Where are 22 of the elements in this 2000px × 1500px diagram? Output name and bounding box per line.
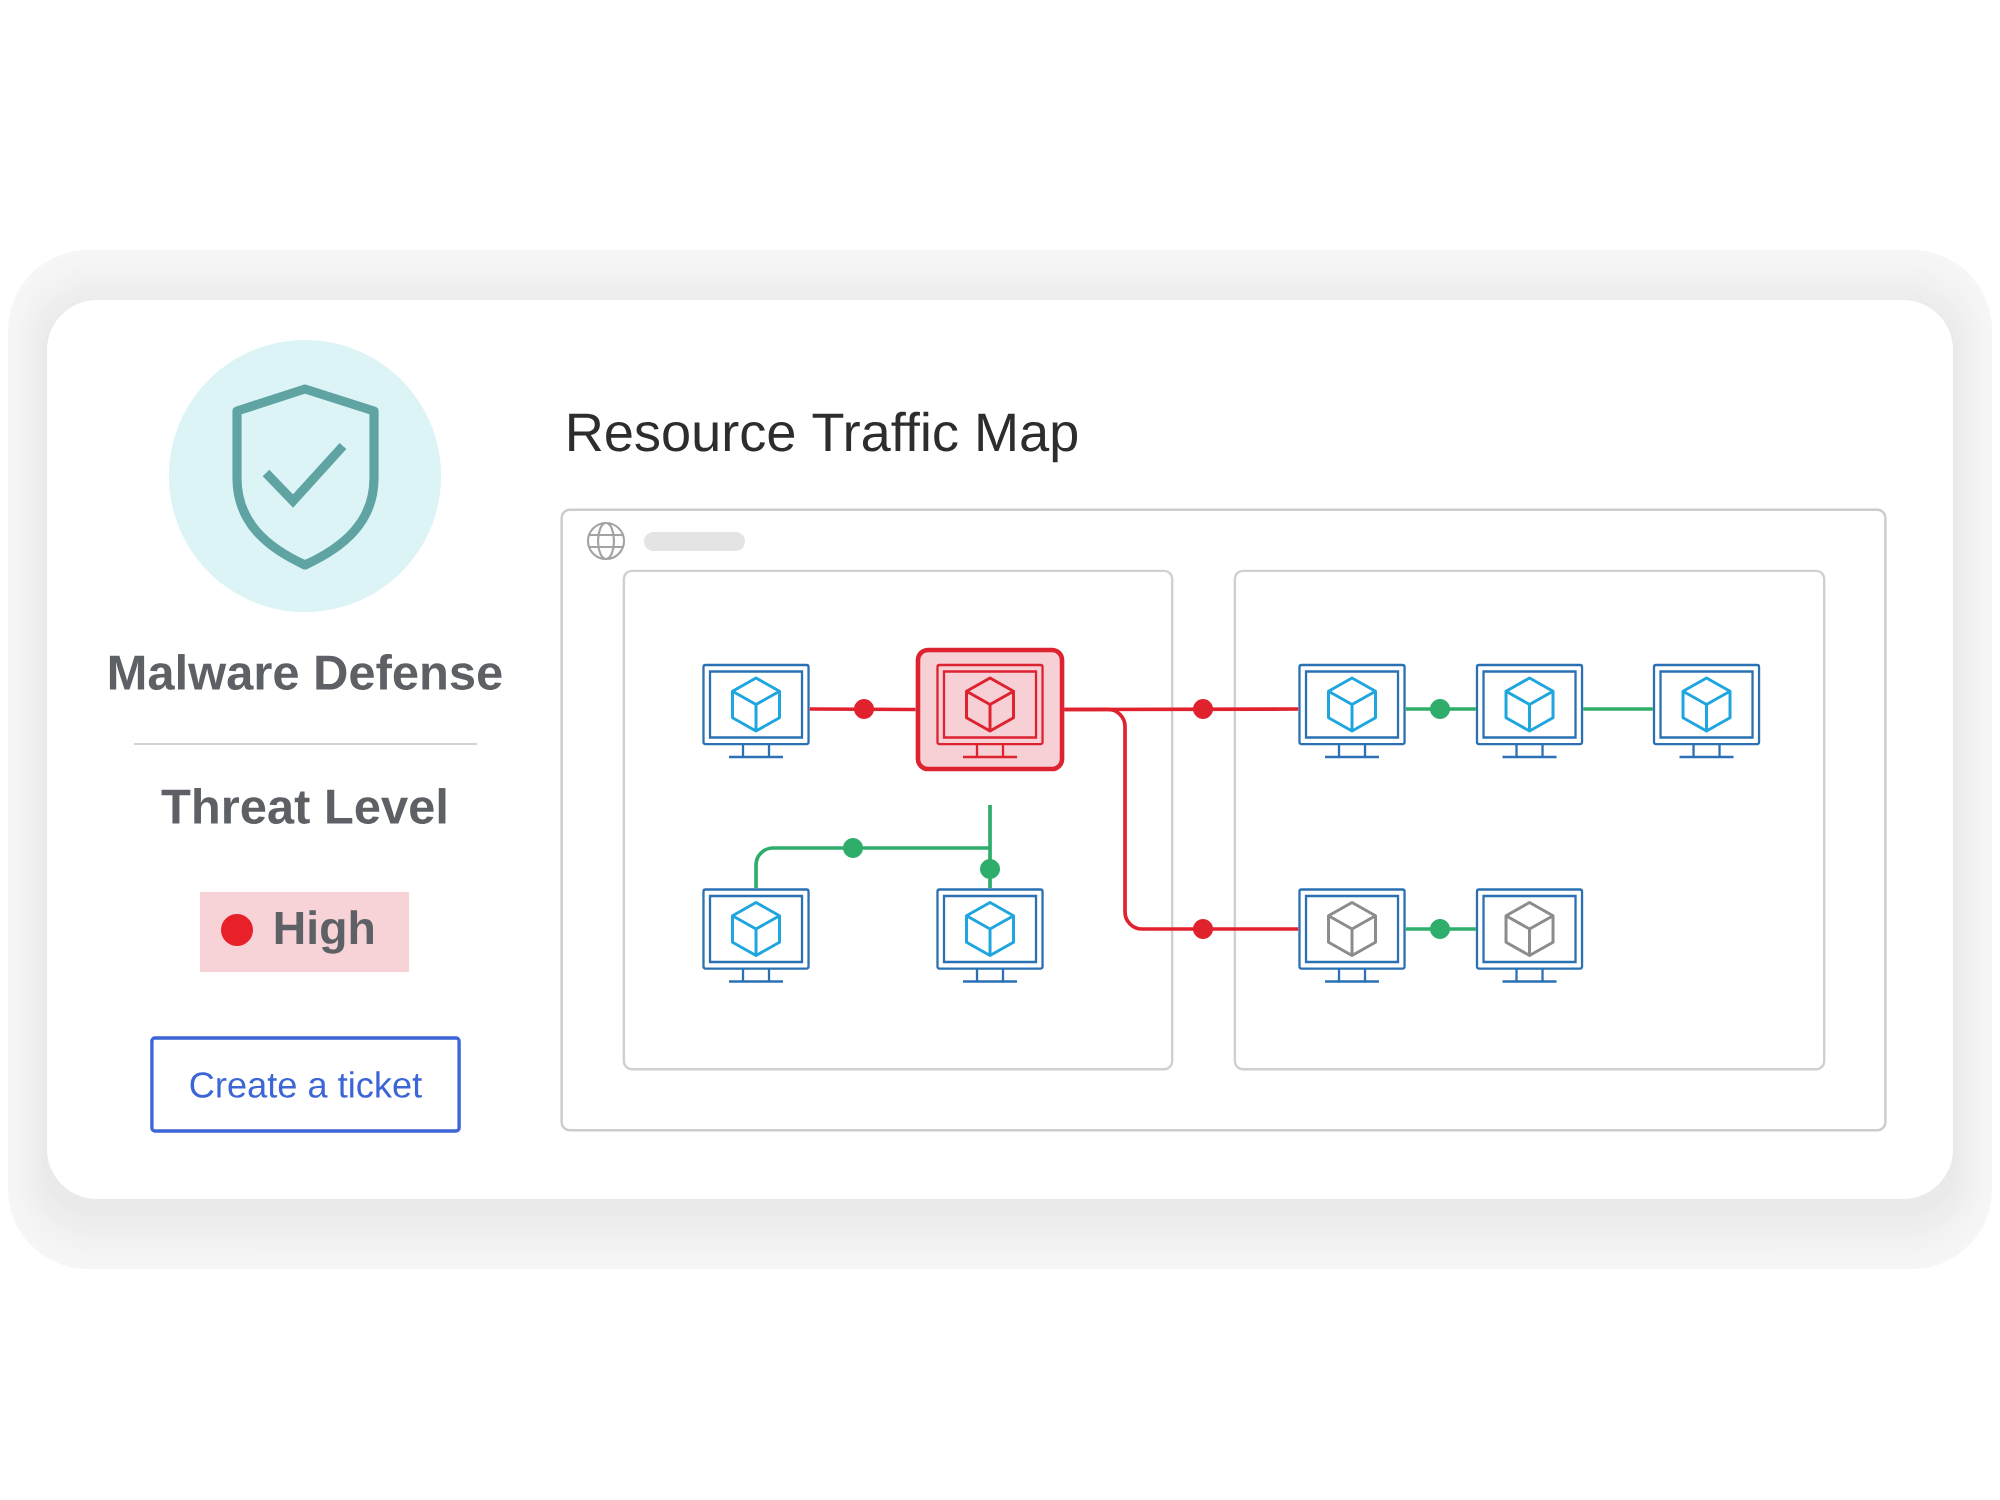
connection-line [1405,707,1476,711]
monitor [1475,888,1584,983]
monitor [1475,663,1584,759]
monitor [702,888,810,983]
monitor [1652,663,1761,759]
connection-line [1064,707,1299,931]
status-badge: High [199,892,410,973]
monitor [936,663,1044,759]
subheading: Threat Level [161,788,446,824]
monitor [702,663,810,759]
connection-line [1405,927,1476,931]
connection-line [1583,707,1653,711]
panel [1233,569,1826,1071]
monitor [1298,888,1406,983]
panel [622,569,1174,1071]
button: Create a ticket [150,1036,461,1133]
monitor [936,888,1044,983]
map-title: Resource Traffic Map [569,411,1078,463]
heading: Malware Defense [109,654,502,690]
monitor [1298,663,1406,759]
connection-line [809,707,916,712]
connection-line [754,803,992,891]
